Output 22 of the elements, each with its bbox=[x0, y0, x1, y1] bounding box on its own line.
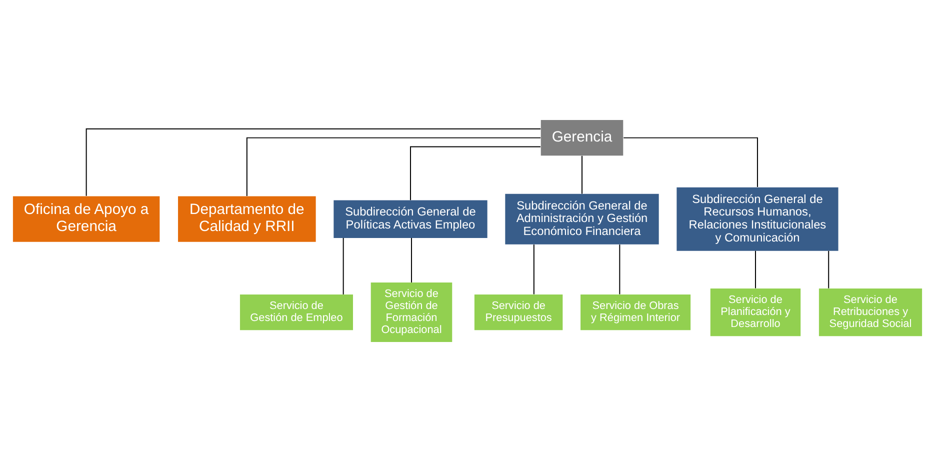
node-box: Departamento de Calidad y RRII bbox=[178, 196, 316, 242]
node-box: Gerencia bbox=[540, 119, 624, 156]
node-box: Servicio de Planificación y Desarrollo bbox=[710, 288, 801, 336]
node-box: Servicio de Obras y Régimen Interior bbox=[580, 294, 691, 330]
connector bbox=[411, 236, 412, 282]
node-box: Servicio de Gestión de Formación Ocupacional bbox=[370, 282, 452, 342]
connector bbox=[623, 136, 758, 187]
connector bbox=[533, 244, 534, 294]
connector bbox=[246, 136, 542, 196]
node-box: Subdirección General de Administración y Gestión Económico Financiera bbox=[505, 193, 659, 244]
connector bbox=[755, 250, 756, 288]
node-box: Oficina de Apoyo a Gerencia bbox=[12, 196, 160, 242]
node-box: Servicio de Retribuciones y Seguridad Social bbox=[818, 288, 922, 336]
node-box: Servicio de Presupuestos bbox=[474, 294, 563, 330]
node-box: Servicio de Gestión de Empleo bbox=[240, 294, 353, 330]
node-box: Subdirección General de Recursos Humanos, Relaciones Institucionales y Comunicación bbox=[676, 186, 838, 250]
connector bbox=[410, 146, 541, 200]
connector bbox=[828, 250, 830, 288]
connector bbox=[86, 128, 542, 196]
connector bbox=[619, 244, 620, 294]
connector bbox=[342, 236, 344, 294]
node-box: Subdirección General de Políticas Activas Empleo bbox=[334, 200, 488, 238]
